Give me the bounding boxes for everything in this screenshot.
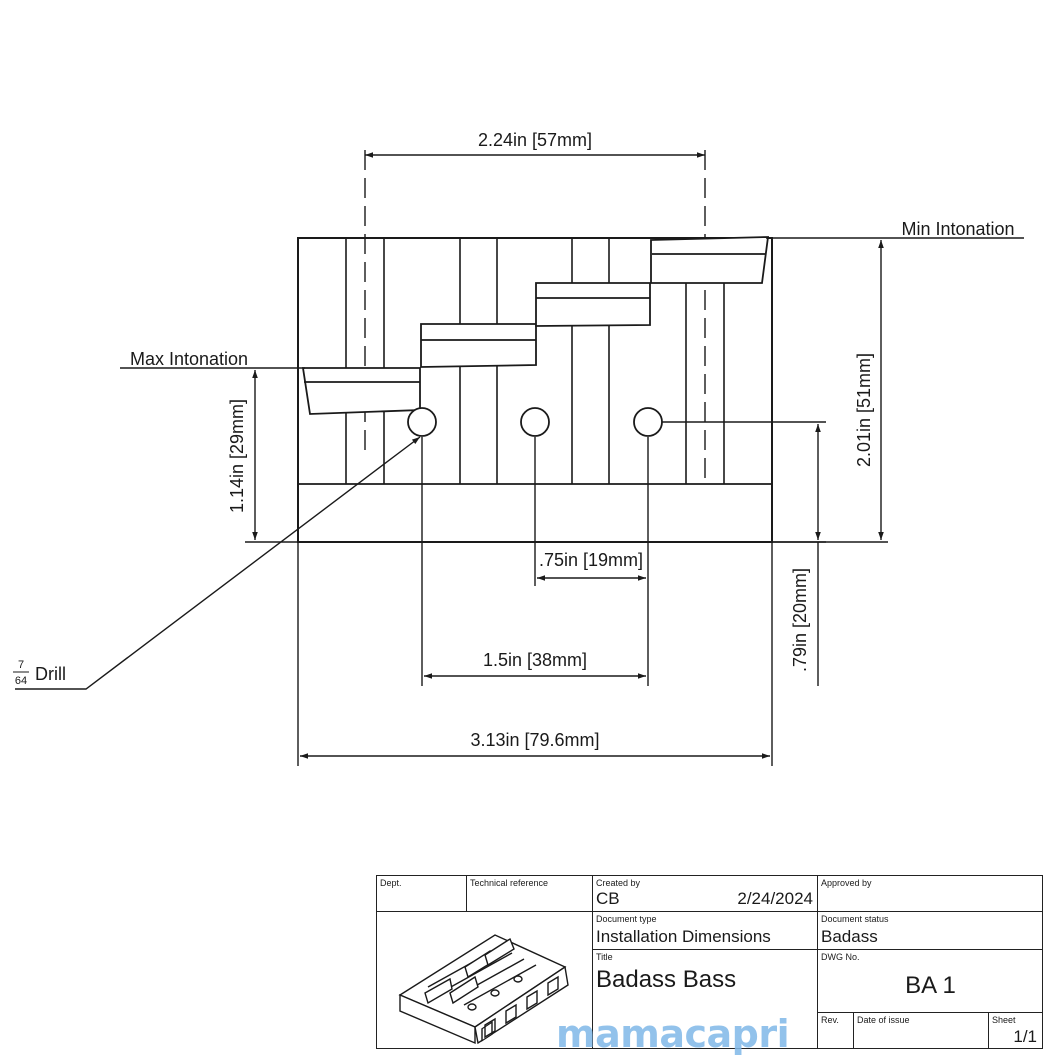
title-value: Badass Bass	[596, 966, 737, 993]
hole-1	[407, 407, 437, 437]
docstatus-value: Badass	[821, 927, 878, 946]
techref-cell: Technical reference	[467, 876, 593, 912]
dim-spacing-small-label: .75in [19mm]	[539, 550, 643, 570]
dwg-value: BA 1	[905, 972, 956, 999]
title-block: Dept. Technical reference Created by CB …	[376, 875, 1043, 1049]
title-cell: Title Badass Bass	[593, 950, 818, 1049]
drill-numerator: 7	[18, 659, 24, 671]
saddle-2	[420, 323, 537, 368]
created-date: 2/24/2024	[737, 889, 813, 908]
doctype-cell: Document type Installation Dimensions	[593, 912, 818, 950]
dim-height-right-label: 2.01in [51mm]	[854, 353, 874, 467]
saddle-1	[301, 367, 421, 415]
created-cell: Created by CB 2/24/2024	[593, 876, 818, 912]
thumbnail-cell	[377, 912, 593, 1049]
saddle-3	[535, 282, 651, 327]
watermark: mamacapri	[556, 1012, 790, 1056]
drill-callout: 7 64 Drill	[13, 659, 66, 687]
rev-cell: Rev.	[818, 1013, 854, 1049]
dept-cell: Dept.	[377, 876, 467, 912]
docstatus-label: Document status	[821, 914, 889, 924]
doctype-value: Installation Dimensions	[596, 927, 771, 946]
title-label: Title	[596, 952, 613, 962]
dim-spacing-large-label: 1.5in [38mm]	[483, 650, 587, 670]
dim-hole-offset-label: .79in [20mm]	[790, 568, 810, 672]
mounting-holes	[407, 407, 663, 437]
issue-cell: Date of issue	[854, 1013, 989, 1049]
docstatus-cell: Document status Badass	[818, 912, 1043, 950]
sheet-label: Sheet	[992, 1015, 1016, 1025]
approved-cell: Approved by	[818, 876, 1043, 912]
dim-height-left-label: 1.14in [29mm]	[227, 399, 247, 513]
dwg-label: DWG No.	[821, 952, 860, 962]
created-value: CB	[596, 889, 620, 908]
approved-label: Approved by	[821, 878, 872, 888]
dim-total-width-label: 3.13in [79.6mm]	[470, 730, 599, 750]
doctype-label: Document type	[596, 914, 657, 924]
saddle-4	[650, 236, 770, 284]
created-label: Created by	[596, 878, 641, 888]
dim-width-top-label: 2.24in [57mm]	[478, 130, 592, 150]
dimension-lines	[15, 152, 1024, 766]
rev-label: Rev.	[821, 1015, 839, 1025]
dept-label: Dept.	[380, 878, 402, 888]
drill-denominator: 64	[15, 675, 27, 687]
bridge-isometric-thumbnail	[398, 934, 569, 1045]
hole-3	[633, 407, 663, 437]
techref-label: Technical reference	[470, 878, 549, 888]
sheet-value: 1/1	[1013, 1027, 1037, 1046]
issue-label: Date of issue	[857, 1015, 910, 1025]
drill-word: Drill	[35, 664, 66, 684]
hole-2	[520, 407, 550, 437]
dwg-cell: DWG No. BA 1	[818, 950, 1043, 1013]
min-intonation-label: Min Intonation	[901, 219, 1014, 239]
sheet-cell: Sheet 1/1	[989, 1013, 1043, 1049]
saddles	[301, 236, 770, 415]
max-intonation-label: Max Intonation	[130, 349, 248, 369]
